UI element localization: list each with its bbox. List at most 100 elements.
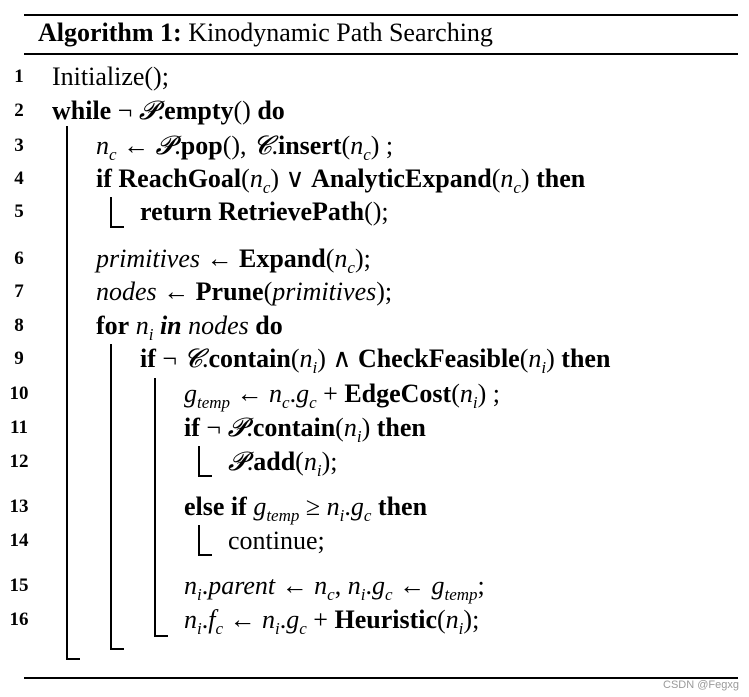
code-token: . — [246, 413, 253, 442]
code-token: then — [376, 413, 426, 442]
algorithm-label: Algorithm 1: — [38, 18, 182, 47]
line-number: 6 — [14, 248, 24, 269]
code-token: 𝓒 — [253, 131, 272, 160]
code-token: i — [275, 619, 280, 638]
code-token: i — [316, 461, 322, 480]
code-line: gtemp ← nc.gc + EdgeCost(ni) ; — [184, 379, 500, 412]
code-token: ( — [263, 277, 273, 306]
code-line: if ReachGoal(nc) ∨ AnalyticExpand(nc) th… — [96, 164, 585, 196]
code-token: i — [458, 619, 464, 638]
code-token: continue; — [228, 526, 325, 555]
code-line: Initialize(); — [52, 62, 169, 92]
code-token: else if — [184, 492, 247, 521]
code-token: . — [246, 447, 254, 476]
code-token: EdgeCost — [344, 379, 452, 408]
code-token: ← — [392, 571, 432, 600]
code-token: temp — [197, 393, 231, 412]
code-token: g — [350, 492, 364, 521]
code-line: ni.parent ← nc, ni.gc ← gtemp; — [184, 571, 485, 604]
code-token: Expand — [239, 244, 326, 273]
code-token: Initialize(); — [52, 62, 169, 91]
code-token: n — [334, 244, 348, 273]
code-token: ; — [477, 571, 485, 600]
code-token: c — [309, 393, 317, 412]
line-number: 10 — [9, 383, 29, 404]
code-token: n — [299, 344, 313, 373]
code-line: 𝓟.add(ni); — [228, 447, 338, 480]
code-token: if — [184, 413, 200, 442]
line-number: 8 — [14, 315, 24, 336]
code-token: AnalyticExpand — [311, 164, 492, 193]
code-token: ← — [223, 605, 263, 634]
code-token: 𝓟 — [155, 131, 175, 160]
code-token: 𝓟 — [228, 447, 247, 476]
code-token: n — [445, 605, 459, 634]
code-line: for ni in nodes do — [96, 311, 283, 343]
line-number: 13 — [9, 496, 29, 517]
line-number: 2 — [14, 100, 24, 121]
code-token: parent — [208, 571, 276, 600]
line-number: 7 — [14, 281, 24, 302]
code-token: n — [303, 447, 317, 476]
algorithm-name: Kinodynamic Path Searching — [188, 18, 493, 47]
code-token: ← — [200, 244, 239, 273]
code-token: ¬ — [199, 413, 228, 442]
code-token: Prune — [195, 277, 264, 306]
code-token: n — [96, 131, 109, 160]
code-token: + — [316, 379, 345, 408]
code-token: (), — [222, 131, 254, 160]
for-block-bar — [110, 344, 112, 649]
code-token: contain — [252, 413, 336, 442]
code-token: f — [208, 605, 216, 634]
code-token: if — [140, 344, 156, 373]
code-token: i — [339, 506, 345, 525]
code-token: . — [344, 492, 351, 521]
code-line: nodes ← Prune(primitives); — [96, 277, 392, 307]
code-token: c — [347, 258, 355, 277]
line-number: 12 — [9, 451, 29, 472]
code-token: n — [350, 131, 364, 160]
code-token: return — [140, 197, 212, 226]
code-token: . — [271, 131, 278, 160]
code-token: . — [289, 379, 297, 408]
code-token: Heuristic — [334, 605, 437, 634]
while-block-bar — [66, 126, 68, 659]
line-number: 1 — [14, 66, 24, 87]
code-token: pop — [180, 131, 223, 160]
code-token: ( — [325, 244, 335, 273]
watermark: CSDN @Fegxg — [663, 679, 739, 691]
code-token: temp — [444, 585, 478, 604]
code-token: (); — [364, 197, 389, 226]
code-token: ← — [275, 571, 315, 600]
if-contain-bar — [154, 378, 156, 636]
code-token: ( — [451, 379, 460, 408]
code-token: g — [184, 379, 197, 408]
else-if-end — [198, 554, 212, 556]
code-token: primitives — [272, 277, 377, 306]
code-token: () — [233, 96, 258, 125]
code-token: n — [262, 605, 276, 634]
code-token: then — [377, 492, 428, 521]
while-block-end — [66, 658, 80, 660]
code-token: . — [174, 131, 181, 160]
title-rule — [24, 53, 738, 55]
code-token: ); — [376, 277, 393, 306]
code-token: n — [459, 379, 473, 408]
code-line: else if gtemp ≥ ni.gc then — [184, 492, 428, 525]
if-pcontain-bar — [198, 446, 200, 476]
code-token: n — [326, 492, 340, 521]
code-token: add — [253, 447, 296, 476]
code-token: i — [472, 393, 478, 412]
code-token: n — [343, 413, 357, 442]
code-token: n — [135, 311, 149, 340]
code-token: n — [249, 164, 263, 193]
code-token: in — [159, 311, 182, 340]
code-token: ( — [241, 164, 250, 193]
code-token: ); — [321, 447, 338, 476]
code-token: nodes — [188, 311, 249, 340]
code-token: g — [371, 571, 385, 600]
else-if-bar — [198, 525, 200, 555]
code-token: . — [157, 96, 165, 125]
code-line: ni.fc ← ni.gc + Heuristic(ni); — [184, 605, 479, 638]
code-token: ) — [546, 344, 562, 373]
